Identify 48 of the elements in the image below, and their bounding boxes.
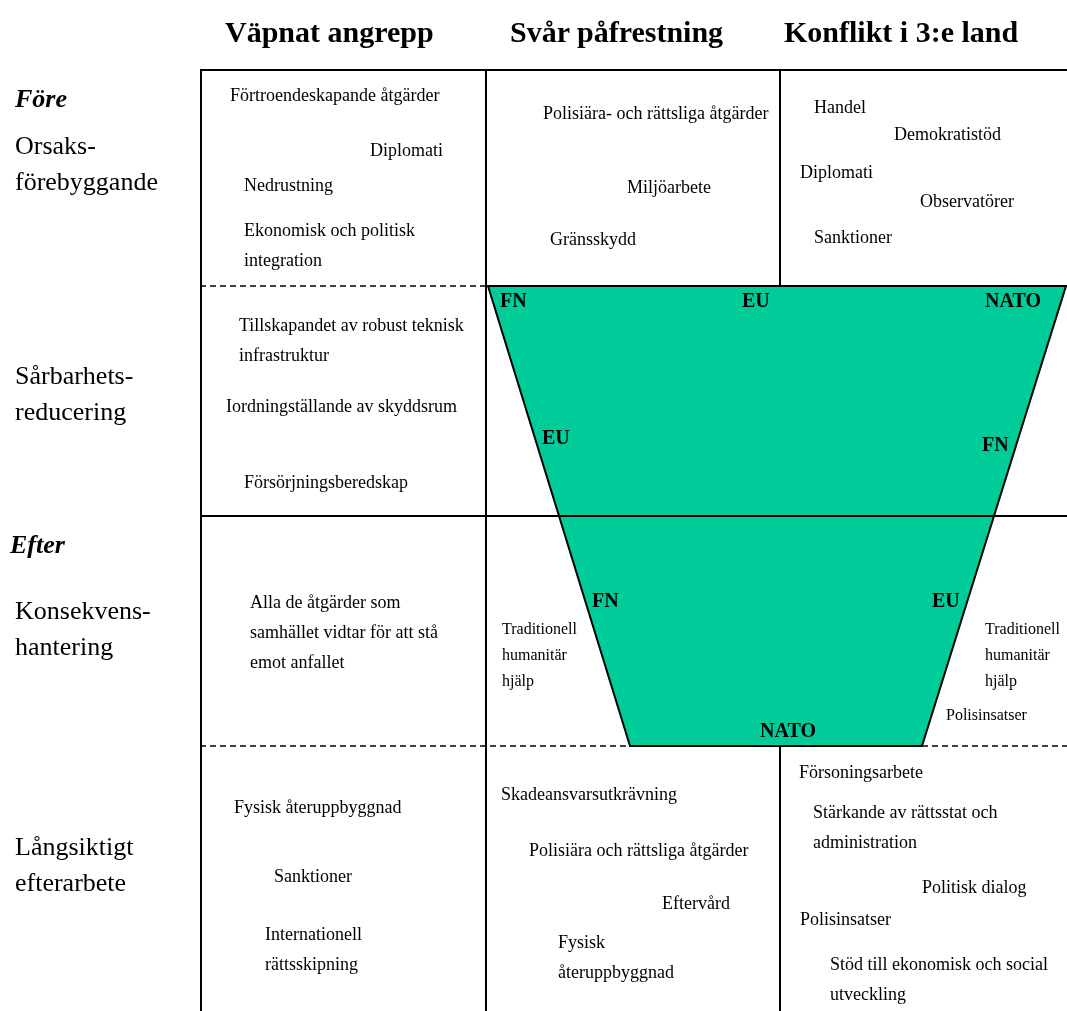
cell-text: Politisk dialog [922, 876, 1028, 899]
row-heading: Konsekvens- hantering [15, 595, 152, 663]
cell-text: Stöd till ekonomisk och social utveckling [830, 953, 1049, 1006]
row-heading: Långsiktigt efterarbete [15, 831, 135, 899]
cell-text: Förtroendeskapande åtgärder [230, 84, 441, 107]
cell-text: Försörjningsberedskap [244, 471, 409, 494]
organization-label: NATO [985, 288, 1042, 312]
cell-text: Sanktioner [274, 865, 353, 888]
cell-text: Försoningsarbete [799, 761, 924, 784]
cell-text: Gränsskydd [550, 228, 637, 251]
cell-text: Fysisk återuppbyggnad [234, 796, 403, 819]
cell-text: Polisinsatser [946, 705, 1028, 725]
cell-text: Iordningställande av skyddsrum [226, 395, 458, 418]
phase-heading: Före [15, 83, 68, 115]
cell-text: Sanktioner [814, 226, 893, 249]
cell-text: Ekonomisk och politisk integration [244, 219, 416, 272]
organization-label: FN [592, 588, 620, 612]
row-heading: Orsaks- förebyggande [15, 130, 159, 198]
cell-text: Nedrustning [244, 174, 334, 197]
cell-text: Polisiära- och rättsliga åtgärder [543, 102, 770, 125]
column-header: Svår påfrestning [510, 14, 725, 50]
cell-text: Polisinsatser [800, 908, 892, 931]
column-header: Väpnat angrepp [225, 14, 435, 50]
cell-text: Diplomati [370, 139, 444, 162]
cell-text: Fysisk återuppbyggnad [558, 931, 675, 984]
cell-text: Observatörer [920, 190, 1015, 213]
cell-text: Internationell rättsskipning [265, 923, 363, 976]
cell-text: Alla de åtgärder som samhället vidtar för att stå emot anfallet [250, 591, 439, 674]
organization-label: EU [542, 425, 571, 449]
cell-text: Miljöarbete [627, 176, 712, 199]
cell-text: Tillskapandet av robust teknisk infrastruktur [239, 314, 465, 367]
cell-text: Polisiära och rättsliga åtgärder [529, 839, 750, 862]
organization-label: EU [932, 588, 961, 612]
cell-text: Traditionell humanitär hjälp [985, 619, 1061, 692]
organization-label: NATO [760, 718, 817, 742]
cell-text: Skadeansvarsutkrävning [501, 783, 678, 806]
phase-heading: Efter [10, 529, 66, 561]
cell-text: Demokratistöd [894, 123, 1002, 146]
organization-label: FN [500, 288, 528, 312]
organization-label: EU [742, 288, 771, 312]
cell-text: Stärkande av rättsstat och administration [813, 801, 999, 854]
cell-text: Traditionell humanitär hjälp [502, 619, 578, 692]
column-header: Konflikt i 3:e land [784, 14, 1020, 50]
cell-text: Diplomati [800, 161, 874, 184]
organization-label: FN [982, 432, 1010, 456]
cell-text: Eftervård [662, 892, 731, 915]
cell-text: Handel [814, 96, 867, 119]
row-heading: Sårbarhets- reducering [15, 360, 135, 428]
